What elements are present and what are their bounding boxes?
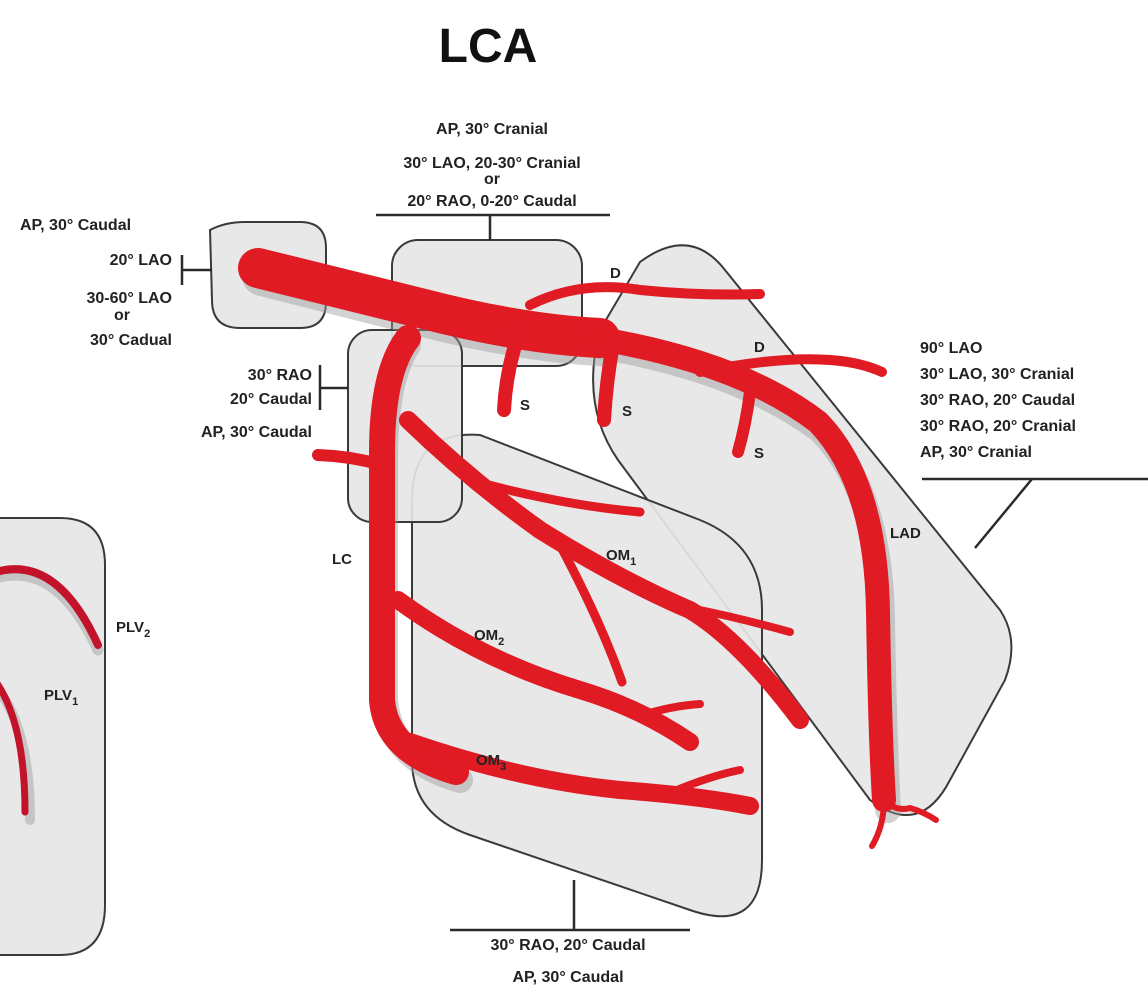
diagonal-2-label: D [754,339,765,356]
bifurcation-view-3: 20° RAO, 0-20° Caudal [407,193,576,210]
diagonal-1-label: D [610,265,621,282]
lcx-view-1: 30° RAO, 20° Caudal [490,937,645,954]
lad-view-1: 90° LAO [920,340,982,357]
bifurcation-view-1: AP, 30° Cranial [436,121,548,138]
left-main-views: AP, 30° Caudal 20° LAO 30-60° LAO or 30°… [20,217,212,349]
lcx-view-2: AP, 30° Caudal [512,969,623,986]
bifurcation-view-2: 30° LAO, 20-30° Cranial [403,155,580,172]
proximal-lcx-views: 30° RAO 20° Caudal AP, 30° Caudal [201,365,348,441]
bifurcation-view-or: or [484,171,500,188]
left-main-view-3: 30-60° LAO [86,290,172,307]
septal-1-label: S [520,397,530,414]
lc-label: LC [332,551,352,568]
plv-panel: PLV2 PLV1 [0,518,150,955]
proximal-lcx-bracket [320,365,348,410]
left-main-bracket [182,255,212,285]
septal-2-label: S [622,403,632,420]
lad-views: 90° LAO 30° LAO, 30° Cranial 30° RAO, 20… [920,340,1148,548]
bifurcation-views: AP, 30° Cranial 30° LAO, 20-30° Cranial … [376,121,610,240]
proximal-lcx-view-1: 30° RAO [248,367,312,384]
left-main-view-4: 30° Cadual [90,332,172,349]
proximal-lcx-view-2: 20° Caudal [230,391,312,408]
lad-view-4: 30° RAO, 20° Cranial [920,418,1076,435]
septal-3-label: S [754,445,764,462]
lad-view-2: 30° LAO, 30° Cranial [920,366,1074,383]
proximal-side-branch [318,455,382,465]
left-main-view-2: 20° LAO [110,252,172,269]
septal-2-vessel [604,350,612,420]
proximal-lcx-view-3: AP, 30° Caudal [201,424,312,441]
lad-label: LAD [890,525,921,542]
left-main-view-1: AP, 30° Caudal [20,217,131,234]
lad-view-5: AP, 30° Cranial [920,444,1032,461]
left-main-view-or: or [114,307,130,324]
bifurcation-bracket [376,215,610,240]
lad-connector [922,479,1148,548]
lad-view-3: 30° RAO, 20° Caudal [920,392,1075,409]
diagram-title: LCA [439,20,538,73]
plv2-label: PLV2 [116,619,150,640]
